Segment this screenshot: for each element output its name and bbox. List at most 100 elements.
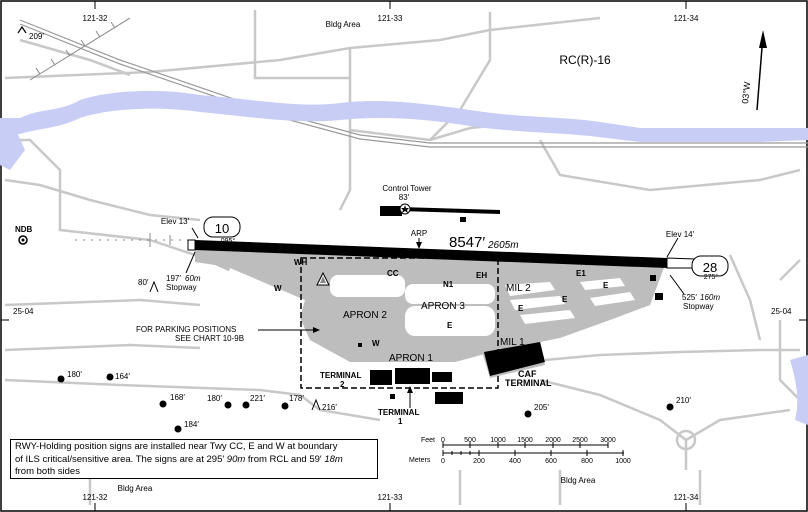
twy-e5: E — [603, 281, 609, 290]
control-tower-label: Control Tower — [382, 184, 432, 193]
scale-m-600: 600 — [545, 458, 557, 465]
obstacle-178: 178′ — [289, 394, 304, 403]
twy-w2: W — [372, 339, 380, 348]
scale-m-0: 0 — [441, 458, 445, 465]
mil2-label: MIL 2 — [506, 283, 531, 294]
obstacle-216: 216′ — [322, 403, 337, 412]
obstacle-symbols — [17, 25, 321, 411]
obstacle-80: 80′ — [138, 278, 149, 287]
rwy28-heading: 275° — [704, 273, 719, 281]
grid-top-1: 121-32 — [83, 14, 108, 23]
twy-e1: E1 — [576, 269, 586, 278]
grid-bottom-1: 121-32 — [83, 493, 108, 502]
scale-meters-label: Meters — [409, 457, 431, 464]
twy-cc: CC — [387, 269, 399, 278]
obstacle-180a: 180′ — [67, 370, 82, 379]
twy-n1: N1 — [443, 280, 454, 289]
scale-ft-0: 0 — [441, 437, 445, 444]
rwy28-elevation: Elev 14′ — [666, 230, 695, 239]
control-tower-height: 83′ — [399, 193, 410, 202]
arp-label: ARP — [411, 229, 427, 238]
obstacle-168: 168′ — [170, 393, 185, 402]
scale-m-1000: 1000 — [615, 458, 631, 465]
approach-lights-west — [75, 233, 195, 247]
terminal1-line1: TERMINAL — [378, 408, 419, 417]
holding-signs-note: RWY-Holding position signs are installed… — [10, 439, 378, 479]
stopway-west — [187, 239, 196, 251]
obstacle-triangle-icon — [316, 271, 330, 286]
note-line2-c: from RCL and 59′ — [245, 453, 325, 465]
obstacle-205: 205′ — [534, 403, 549, 412]
rwy28-box — [691, 255, 729, 277]
parking-note-line2: SEE CHART 10-9B — [175, 334, 244, 343]
grid-right: 25-04 — [771, 307, 792, 316]
bldg-area-bottom-left: Bldg Area — [118, 484, 153, 493]
note-line1: RWY-Holding position signs are installed… — [15, 441, 338, 452]
scale-ft-2500: 2500 — [572, 437, 588, 444]
twy-e3: E — [518, 304, 524, 313]
restricted-area-label: RC(R)-16 — [559, 53, 611, 67]
stopway-west-m: 60m — [185, 274, 201, 283]
scale-bars — [442, 442, 624, 456]
obstacle-221: 221′ — [250, 394, 265, 403]
terrain-ridge — [29, 17, 131, 81]
railway — [19, 19, 808, 148]
roundabout — [675, 429, 697, 451]
apron3-label: APRON 3 — [421, 301, 465, 312]
stopway-east — [666, 257, 696, 269]
scale-m-200: 200 — [473, 458, 485, 465]
obstacle-180b: 180′ — [207, 394, 222, 403]
control-tower-icon — [399, 203, 411, 215]
obstacle-164: 164′ — [115, 372, 130, 381]
grid-left: 25-04 — [13, 307, 34, 316]
river-east — [790, 355, 808, 425]
apron-islands — [225, 268, 635, 336]
apron2-label: APRON 2 — [343, 310, 387, 321]
scale-ft-3000: 3000 — [600, 437, 616, 444]
grid-top-2: 121-33 — [378, 14, 403, 23]
stopway-east-m: 160m — [700, 293, 720, 302]
north-arrow-icon — [756, 30, 767, 111]
mil1-label: MIL 1 — [500, 337, 525, 348]
note-line2-a: of ILS critical/sensitive area. The sign… — [15, 453, 227, 465]
obstacle-209: 209′ — [29, 32, 44, 41]
ndb-icon — [18, 235, 28, 245]
bldg-area-bottom-right: Bldg Area — [561, 476, 596, 485]
terminal2-line2: 2 — [340, 380, 345, 389]
tower-obstacle-icons — [57, 373, 674, 433]
twy-eh: EH — [476, 271, 487, 280]
magnetic-variation-label: 03°W — [740, 81, 752, 105]
stopway-east-ft: 525′ — [682, 293, 697, 302]
twy-wh: WH — [294, 258, 308, 267]
rwy28-number: 28 — [703, 260, 717, 275]
scale-ft-1500: 1500 — [517, 437, 533, 444]
scale-m-400: 400 — [509, 458, 521, 465]
river — [0, 90, 808, 142]
stopway-west-ft: 197′ — [166, 274, 181, 283]
parking-area-box — [300, 257, 499, 389]
caf-line1: CAF — [518, 369, 537, 379]
scale-feet-label: Feet — [421, 437, 435, 444]
grid-bottom-3: 121-34 — [674, 493, 699, 502]
twy-w1: W — [274, 284, 282, 293]
parking-note-line1: FOR PARKING POSITIONS — [136, 325, 236, 334]
grid-top-3: 121-34 — [674, 14, 699, 23]
terminal2-line1: TERMINAL — [320, 371, 361, 380]
stopway-west-label: Stopway — [166, 283, 197, 292]
twy-e4: E — [562, 295, 568, 304]
buildings — [358, 206, 663, 404]
scale-ft-1000: 1000 — [490, 437, 506, 444]
pointer-lines — [185, 227, 685, 408]
scale-ft-2000: 2000 — [545, 437, 561, 444]
note-line2: of ILS critical/sensitive area. The sign… — [15, 454, 373, 467]
runway-length-m: 2605m — [487, 240, 519, 251]
note-line3: from both sides — [15, 466, 80, 477]
river-west — [0, 128, 25, 170]
note-line2-d: 18m — [324, 453, 343, 465]
twy-e2: E — [447, 321, 453, 330]
note-line2-b: 90m — [226, 453, 246, 465]
scale-ft-500: 500 — [464, 437, 476, 444]
